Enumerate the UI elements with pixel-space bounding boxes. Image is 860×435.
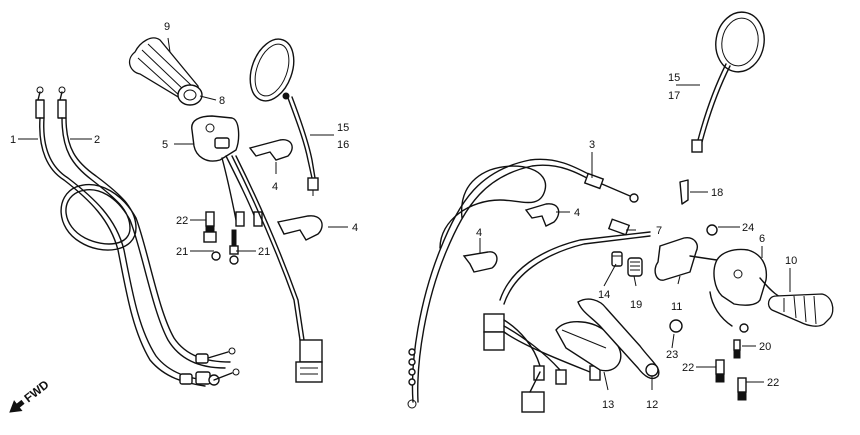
right-mirror <box>691 11 765 153</box>
callout-11: 11 <box>671 301 682 313</box>
callout-13: 13 <box>602 399 614 411</box>
callout-23: 23 <box>666 349 678 361</box>
callout-7: 7 <box>656 225 662 237</box>
callout-6: 6 <box>759 233 765 245</box>
fwd-orientation-indicator: FWD <box>9 377 52 413</box>
callout-24: 24 <box>742 222 754 234</box>
wire-clamps-center <box>462 203 560 273</box>
fwd-label: FWD <box>21 377 51 405</box>
screws-right <box>669 319 747 401</box>
callout-17: 17 <box>668 90 680 102</box>
callout-3: 3 <box>589 139 595 151</box>
callout-22: 22 <box>682 362 694 374</box>
callout-22: 22 <box>767 377 779 389</box>
callout-20: 20 <box>759 341 771 353</box>
leader-lines <box>18 37 791 391</box>
callout-18: 18 <box>711 187 723 199</box>
screws-left <box>203 211 239 265</box>
callout-16: 16 <box>337 139 349 151</box>
throttle-cables <box>35 86 240 387</box>
callout-10: 10 <box>785 255 797 267</box>
callout-9: 9 <box>164 21 170 33</box>
clutch-cable <box>407 158 639 409</box>
callout-21: 21 <box>176 246 188 258</box>
callout-2: 2 <box>94 134 100 146</box>
left-mirror <box>249 38 319 196</box>
callout-22: 22 <box>176 215 188 227</box>
callout-5: 5 <box>162 139 168 151</box>
callout-15: 15 <box>337 122 349 134</box>
callout-19: 19 <box>630 299 642 311</box>
callout-14: 14 <box>598 289 610 301</box>
callout-labels: 1 2 3 4 4 4 4 5 6 7 8 9 10 11 12 13 14 1… <box>10 21 797 411</box>
callout-21: 21 <box>258 246 270 258</box>
callout-4: 4 <box>352 222 358 234</box>
right-switch-grip <box>709 248 834 333</box>
throttle-grip <box>128 37 203 106</box>
callout-15: 15 <box>668 72 680 84</box>
wire-clamps-left <box>248 139 323 241</box>
callout-4: 4 <box>272 181 278 193</box>
callout-1: 1 <box>10 134 16 146</box>
callout-4: 4 <box>574 207 580 219</box>
callout-8: 8 <box>219 95 225 107</box>
lever-bracket <box>607 179 731 281</box>
left-handlebar-switch <box>191 115 323 383</box>
right-switch-wires <box>483 231 651 413</box>
brake-lever-assembly <box>555 298 660 380</box>
callout-12: 12 <box>646 399 658 411</box>
callout-4: 4 <box>476 227 482 239</box>
